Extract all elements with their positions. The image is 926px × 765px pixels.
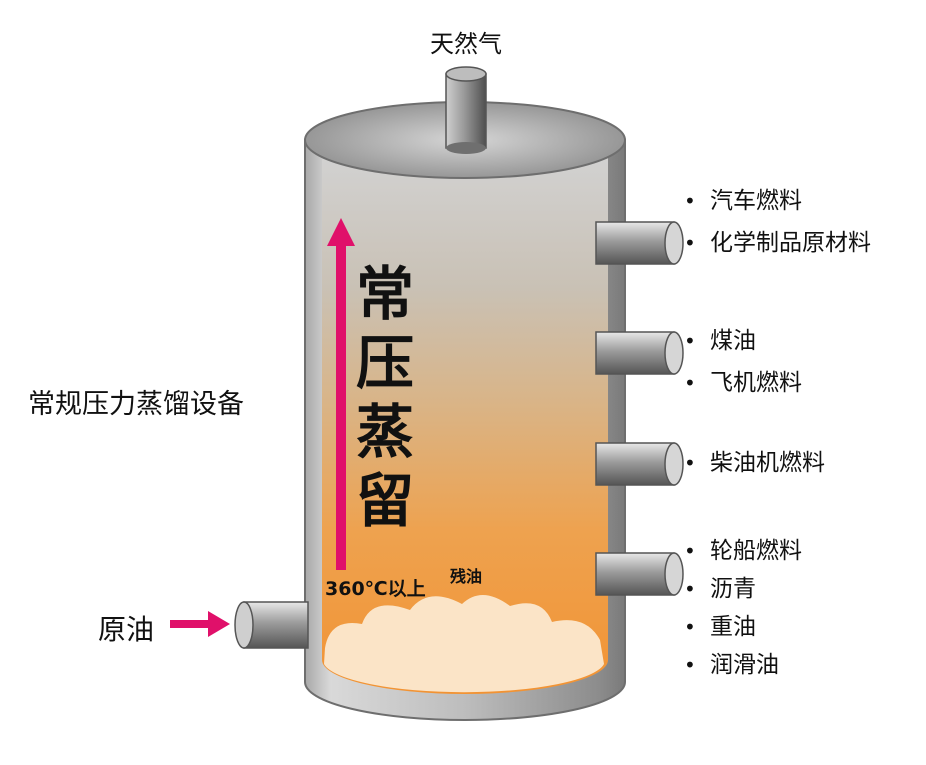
crude-input-arrow [170, 611, 230, 637]
outlet-pipe-1 [595, 221, 684, 265]
product-item: 重油 [684, 610, 802, 648]
product-item: 化学制品原材料 [684, 226, 871, 268]
column-title-char: 压 [355, 329, 414, 397]
outlet-pipe-2 [595, 331, 684, 375]
gas-outlet-pipe [445, 66, 487, 154]
product-item: 轮船燃料 [684, 534, 802, 572]
product-item: 润滑油 [684, 648, 802, 686]
equipment-title: 常规压力蒸馏设备 [28, 389, 244, 420]
temperature-label: 360℃以上 [325, 578, 426, 600]
residue-foam [324, 594, 604, 693]
outlet-pipe-3 [595, 442, 684, 486]
column-title-char: 常 [355, 260, 414, 328]
product-item: 沥青 [684, 572, 802, 610]
product-item: 汽车燃料 [684, 184, 871, 226]
column-vessel [304, 101, 626, 721]
crude-oil-label: 原油 [98, 613, 155, 646]
upward-flow-arrow [327, 218, 355, 570]
outlet-1-products: 汽车燃料 化学制品原材料 [684, 184, 871, 268]
product-item: 飞机燃料 [684, 366, 802, 408]
column-title-char: 留 [355, 467, 414, 535]
column-title-char: 蒸 [355, 398, 414, 466]
outlet-2-products: 煤油 飞机燃料 [684, 324, 802, 408]
crude-inlet-pipe [234, 601, 309, 649]
outlet-4-products: 轮船燃料 沥青 重油 润滑油 [684, 534, 802, 686]
column-title: 常 压 蒸 留 [350, 260, 420, 536]
outlet-3-products: 柴油机燃料 [684, 446, 825, 488]
product-item: 煤油 [684, 324, 802, 366]
product-item: 柴油机燃料 [684, 446, 825, 488]
residue-label: 残油 [450, 567, 483, 586]
outlet-pipe-4 [595, 552, 684, 596]
natural-gas-label: 天然气 [430, 30, 502, 58]
